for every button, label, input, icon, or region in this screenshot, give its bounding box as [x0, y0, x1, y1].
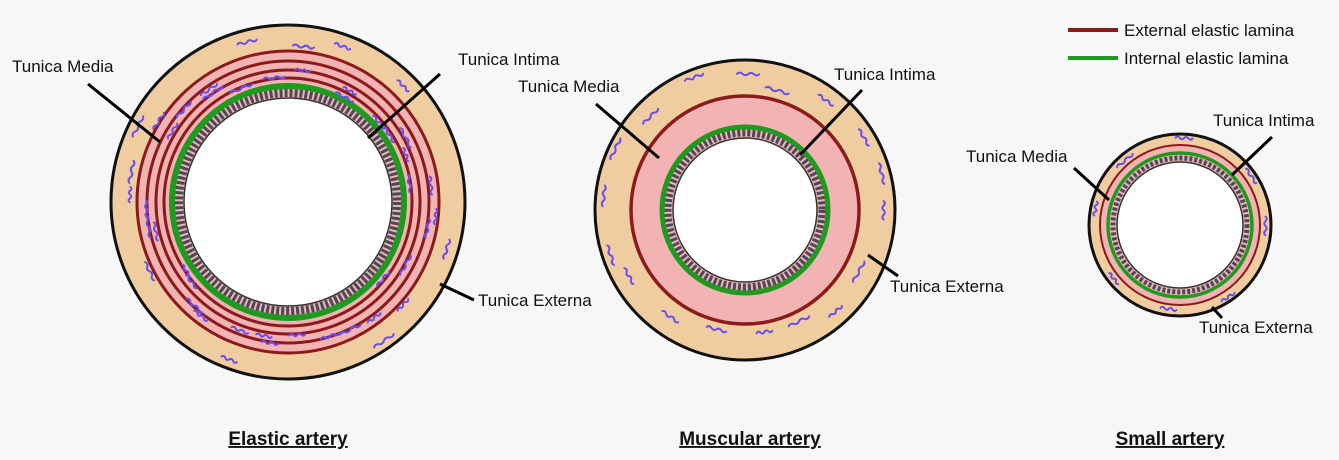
lumen [1117, 162, 1243, 288]
legend-label-external: External elastic lamina [1124, 21, 1295, 40]
label-tunica-intima: Tunica Intima [458, 50, 560, 69]
label-tunica-externa: Tunica Externa [1199, 318, 1313, 337]
legend-label-internal: Internal elastic lamina [1124, 49, 1289, 68]
label-tunica-media: Tunica Media [966, 147, 1068, 166]
label-tunica-media: Tunica Media [518, 77, 620, 96]
caption-elastic-artery: Elastic artery [228, 429, 348, 450]
legend: External elastic lamina Internal elastic… [1068, 21, 1295, 68]
caption-small-artery: Small artery [1116, 429, 1225, 450]
label-tunica-intima: Tunica Intima [1213, 111, 1315, 130]
small-artery: Tunica Media Tunica Intima Tunica Extern… [966, 111, 1315, 450]
label-tunica-externa: Tunica Externa [890, 277, 1004, 296]
caption-muscular-artery: Muscular artery [679, 429, 821, 450]
label-tunica-media: Tunica Media [12, 57, 114, 76]
label-tunica-intima: Tunica Intima [834, 65, 936, 84]
muscular-artery: Tunica Media Tunica Intima Tunica Extern… [518, 60, 1004, 450]
elastic-artery: Tunica Media Tunica Intima Tunica Extern… [12, 25, 592, 450]
lumen [184, 98, 392, 306]
leader-tunica-externa [440, 284, 474, 300]
lumen [673, 138, 817, 282]
label-tunica-externa: Tunica Externa [478, 291, 592, 310]
